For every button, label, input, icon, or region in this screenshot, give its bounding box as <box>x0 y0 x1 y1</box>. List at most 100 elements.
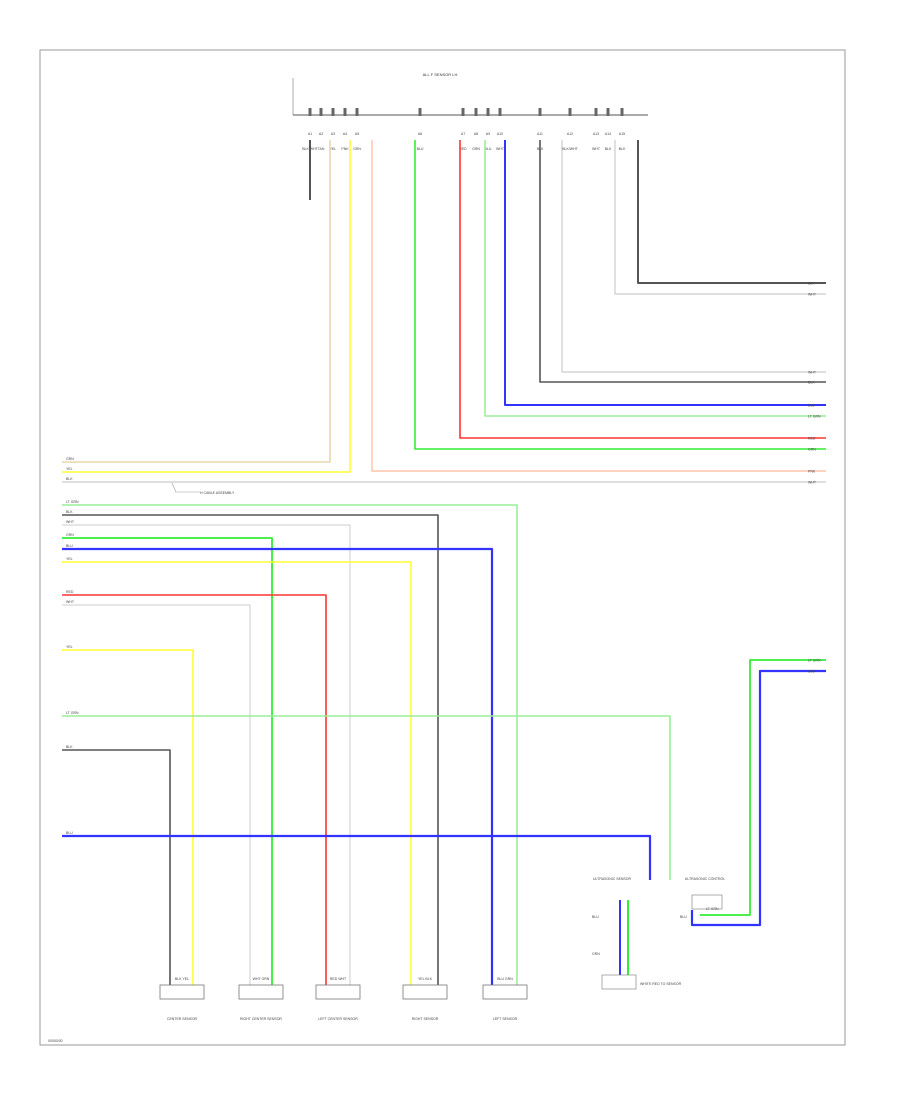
aux-right-wire1: BLU <box>680 915 687 919</box>
wire-tan-1 <box>62 140 331 463</box>
sensor-name-1: CENTER SENSOR <box>167 1017 198 1021</box>
top-wire-label-14: BLK <box>605 147 612 151</box>
left-wire-label-6: WHT <box>66 520 75 524</box>
top-pin-12 <box>568 108 572 116</box>
top-pin-label-9: A9 <box>486 132 490 136</box>
left-wire-label-5: BLK <box>66 510 73 514</box>
top-wire-label-7: RED <box>459 147 467 151</box>
top-wire-label-5: GRN <box>353 147 361 151</box>
wire-black-1 <box>539 140 826 383</box>
top-pin-3 <box>331 108 335 116</box>
top-pin-label-8: A8 <box>474 132 478 136</box>
sensor-connector-4 <box>402 984 448 1000</box>
left-wire-label-7: GRN <box>66 533 74 537</box>
wire-black-3 <box>62 514 439 985</box>
wire-green-3 <box>700 659 826 916</box>
left-wire-label-4: LT GRN <box>66 500 79 504</box>
top-pin-13 <box>594 108 598 116</box>
wire-green-1 <box>414 140 826 450</box>
top-pin-5 <box>355 108 359 116</box>
left-wire-label-12: YEL <box>66 645 73 649</box>
harness-label: H CABLE ASSEMBLY <box>200 491 235 495</box>
sensor-connector-2 <box>238 984 284 1000</box>
footer-code: 00000/00 <box>48 1039 63 1043</box>
sensor-wires-3: RED WHT <box>330 977 347 981</box>
sensor-name-4: RIGHT SENSOR <box>412 1017 439 1021</box>
top-wire-label-10: WHT <box>496 147 505 151</box>
sensor-connector-5 <box>482 984 528 1000</box>
header-label: ALL F SENSOR LH <box>423 72 458 77</box>
wire-red-1 <box>459 140 826 439</box>
top-pin-2 <box>319 108 323 116</box>
right-wire-label-5: BLU <box>808 404 815 408</box>
top-pin-label-2: A2 <box>319 132 323 136</box>
right-wire-label-8: GRN <box>808 448 816 452</box>
left-wire-label-15: BLU <box>66 831 73 835</box>
sensor-wires-2: WHT GRN <box>253 977 270 981</box>
top-pin-label-10: A10 <box>497 132 503 136</box>
sensor-connector-3 <box>315 984 361 1000</box>
right-wire-label-6: LT GRN <box>808 415 821 419</box>
left-wire-label-8: BLU <box>66 544 73 548</box>
wire-ltgreen-3 <box>62 715 671 880</box>
sensor-name-2: RIGHT CENTER SENSOR <box>240 1017 282 1021</box>
top-wire-label-4: PNK <box>341 147 349 151</box>
top-pin-6 <box>418 108 422 116</box>
wire-white-4 <box>62 604 251 985</box>
sensor-name-3: LEFT CENTER SENSOR <box>318 1017 358 1021</box>
wire-blue-3 <box>62 834 652 880</box>
top-pin-label-6: A6 <box>418 132 422 136</box>
top-pin-7 <box>461 108 465 116</box>
left-wire-label-13: LT GRN <box>66 711 79 715</box>
top-pin-15 <box>620 108 624 116</box>
left-wire-label-10: RED <box>66 590 74 594</box>
wire-yellow-2 <box>62 561 412 985</box>
wire-blue-1 <box>504 140 826 406</box>
top-pin-label-7: A7 <box>461 132 465 136</box>
wires <box>62 140 826 985</box>
top-pin-9 <box>486 108 490 116</box>
aux-right-name: ULTRASONIC CONTROL <box>685 877 725 881</box>
aux-left-name: ULTRASONIC SENSOR <box>593 877 632 881</box>
wire-yellow-1 <box>62 140 351 473</box>
wire-black-2 <box>637 140 826 284</box>
top-pin-1 <box>308 108 312 116</box>
top-wire-label-2: TAN <box>318 147 325 151</box>
aux-left-wire2: GRN <box>592 952 600 956</box>
top-pin-14 <box>606 108 610 116</box>
aux-left-note: WHITE RED TO SENSOR <box>640 982 682 986</box>
right-wire-label-7: RED <box>808 437 816 441</box>
wire-red-2 <box>62 594 327 985</box>
aux-sensor-left: ULTRASONIC SENSOR BLU GRN WHITE RED TO S… <box>592 877 682 990</box>
left-wire-label-9: YEL <box>66 557 73 561</box>
top-pin-label-14: A14 <box>605 132 611 136</box>
top-wire-label-13: WHT <box>592 147 601 151</box>
left-wire-label-3: BLK <box>66 477 73 481</box>
aux-left-wire1: BLU <box>592 915 599 919</box>
top-pin-label-12: A12 <box>567 132 573 136</box>
top-pin-label-1: A1 <box>308 132 312 136</box>
top-wire-label-3: YEL <box>330 147 337 151</box>
wire-blue-4 <box>690 669 826 927</box>
top-pin-8 <box>474 108 478 116</box>
top-pin-10 <box>498 108 502 116</box>
wire-ltgreen-2 <box>62 504 518 985</box>
aux-control-right: ULTRASONIC CONTROL BLU LT GRN <box>680 877 725 919</box>
top-pin-label-13: A13 <box>593 132 599 136</box>
top-pin-label-11: A11 <box>537 132 543 136</box>
wire-white-1 <box>561 140 826 373</box>
wire-ltgreen-1 <box>484 140 826 417</box>
sensor-wires-4: YEL BLK <box>418 977 433 981</box>
top-wire-label-9: BLU <box>485 147 492 151</box>
right-wire-label-12: BLU <box>808 670 815 674</box>
top-wire-label-8: GRN <box>472 147 480 151</box>
top-wire-label-12: BLK/WHT <box>562 147 578 151</box>
left-wire-label-14: BLK <box>66 745 73 749</box>
top-pin-11 <box>538 108 542 116</box>
wire-white-2 <box>614 140 826 295</box>
wire-pink-1 <box>371 140 826 472</box>
sensor-connector-1 <box>159 984 205 1000</box>
right-wire-label-11: LT GRN <box>808 659 821 663</box>
